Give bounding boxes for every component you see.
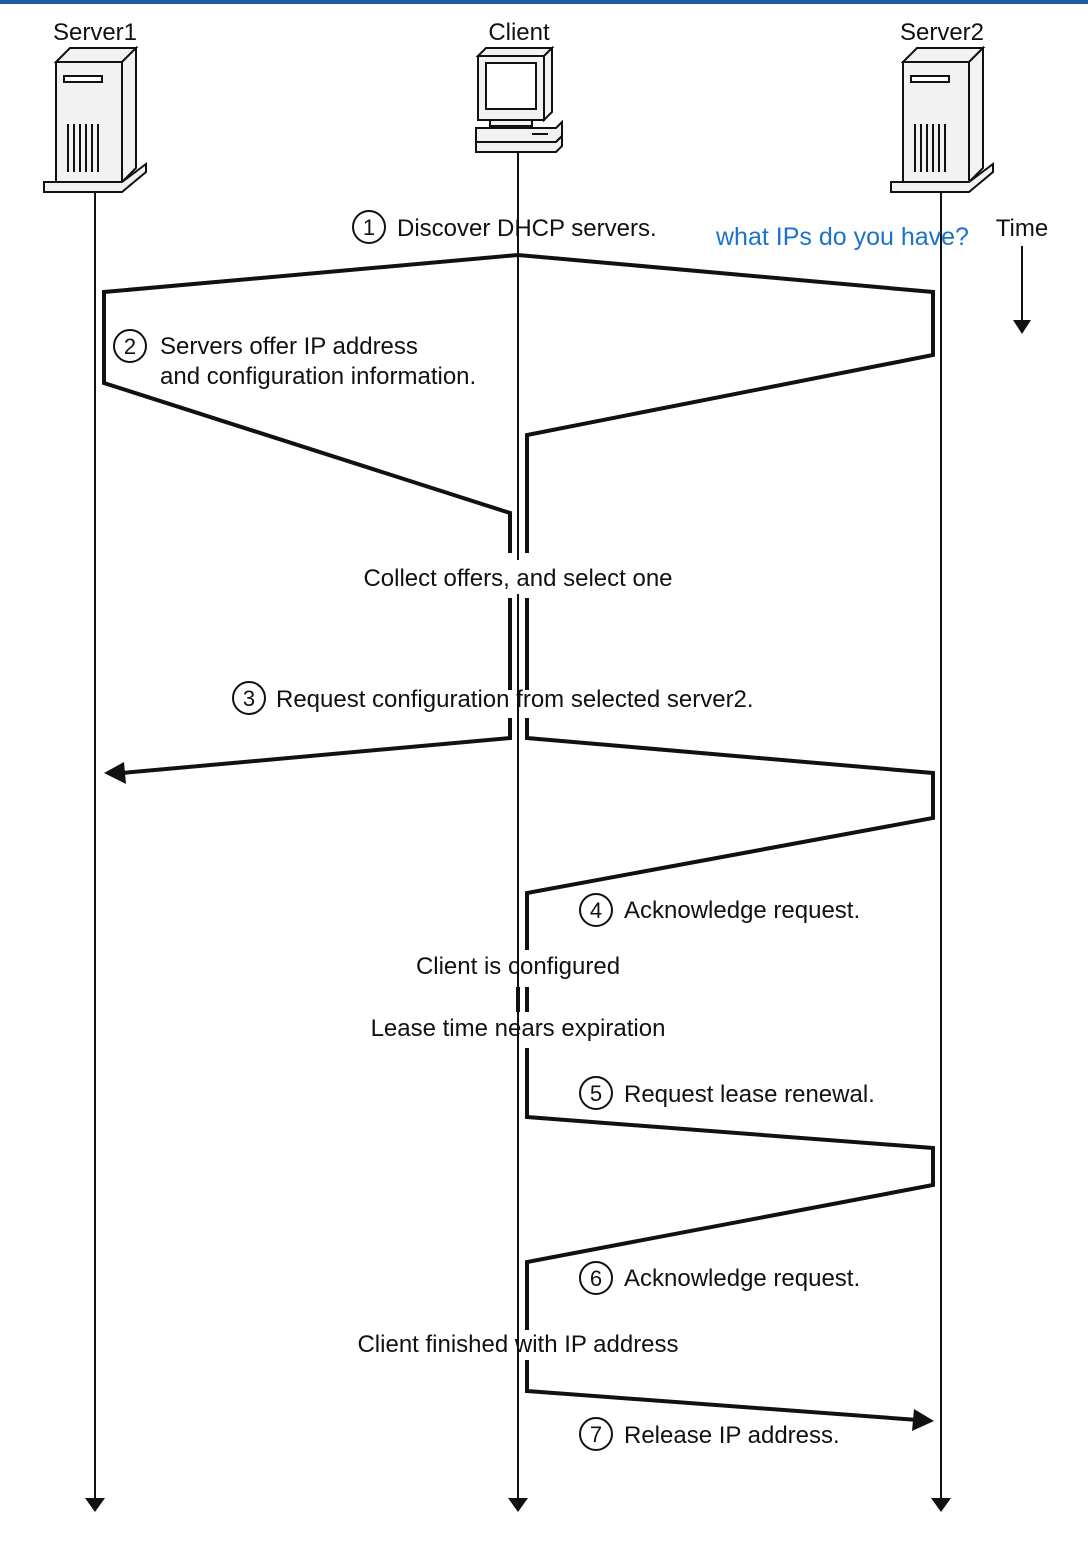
server-tower-icon	[43, 45, 147, 193]
release-arrowhead	[912, 1409, 934, 1431]
step-7-label: Release IP address.	[624, 1422, 840, 1449]
step-3-number: 3	[243, 686, 255, 711]
step-4-number: 4	[590, 898, 602, 923]
step-6-label: Acknowledge request.	[624, 1265, 860, 1292]
discover-offer-path	[102, 252, 935, 553]
step-4-badge	[579, 893, 613, 927]
actor-label-client: Client	[488, 19, 550, 46]
step-1-label: Discover DHCP servers.	[397, 215, 657, 242]
client-finished-note: Client finished with IP address	[357, 1331, 678, 1358]
lease-renewal-path	[525, 1048, 935, 1330]
server1-request-arrowhead	[104, 762, 126, 784]
step-1-badge	[352, 210, 386, 244]
step-5-number: 5	[590, 1081, 602, 1106]
step-3-badge	[232, 681, 266, 715]
step-6-number: 6	[590, 1266, 602, 1291]
step-2-label: Servers offer IP address	[160, 333, 418, 360]
client-lifeline-arrowhead	[508, 1498, 528, 1512]
time-arrowhead	[1013, 320, 1031, 334]
step-2-badge	[113, 329, 147, 363]
server2-lifeline-arrowhead	[931, 1498, 951, 1512]
collect-note-backdrop	[342, 560, 698, 594]
server-tower-icon	[890, 45, 994, 193]
actor-label-server1: Server1	[53, 19, 137, 46]
time-label: Time	[996, 215, 1048, 242]
handwritten-annotation: what IPs do you have?	[715, 223, 969, 251]
actor-label-server2: Server2	[900, 19, 984, 46]
server1-lifeline-arrowhead	[85, 1498, 105, 1512]
step-2-label-line2: and configuration information.	[160, 363, 476, 390]
step-7-badge	[579, 1417, 613, 1451]
collect-offers-note: Collect offers, and select one	[363, 565, 672, 592]
release-arrow	[525, 1360, 919, 1422]
step-5-badge	[579, 1076, 613, 1110]
lease-expiration-note: Lease time nears expiration	[371, 1015, 666, 1042]
top-border	[0, 0, 1088, 4]
step-6-badge	[579, 1261, 613, 1295]
client-configured-note: Client is configured	[416, 953, 620, 980]
step-1-number: 1	[363, 215, 375, 240]
step-7-number: 7	[590, 1422, 602, 1447]
step-4-label: Acknowledge request.	[624, 897, 860, 924]
request-to-server1-arrow	[121, 718, 512, 775]
step-5-label: Request lease renewal.	[624, 1081, 875, 1108]
step-3-label: Request configuration from selected serv…	[276, 686, 754, 713]
desktop-computer-icon	[475, 45, 563, 153]
step-2-number: 2	[124, 334, 136, 359]
request-ack-server2-path	[525, 718, 935, 950]
